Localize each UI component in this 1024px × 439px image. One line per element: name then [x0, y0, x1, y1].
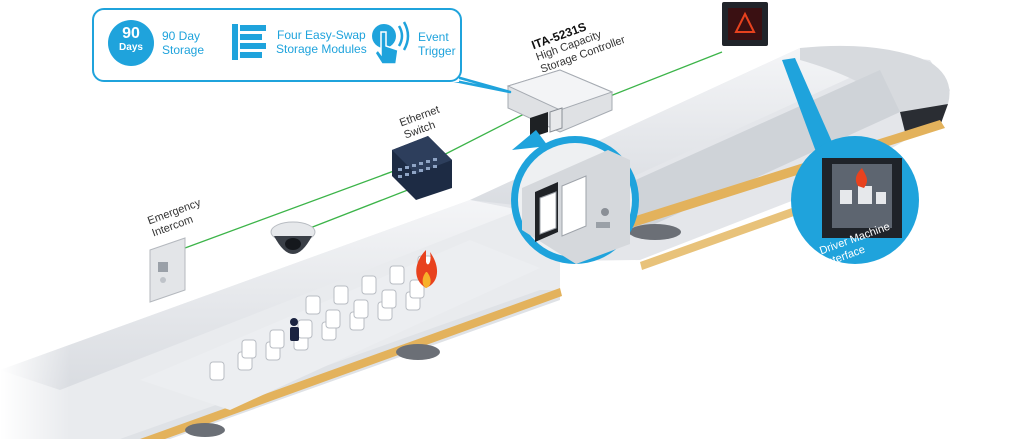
dmi-monitor [722, 2, 768, 46]
event-trigger-label: Event Trigger [418, 30, 456, 58]
event-label-line1: Event [418, 30, 449, 44]
storage-duration-feature: 90 Days 90 Day Storage [108, 20, 204, 66]
storage-zoom-pointer [512, 130, 548, 150]
days-storage-icon: 90 Days [108, 20, 154, 66]
fire-icon [416, 250, 438, 288]
storage-zoom-circle [511, 136, 639, 264]
ethernet-switch [392, 136, 452, 200]
easy-swap-label: Four Easy-Swap Storage Modules [276, 28, 367, 56]
event-label-line2: Trigger [418, 44, 456, 58]
features-callout: 90 Days 90 Day Storage Four Easy-Swap St… [92, 8, 462, 82]
storage-duration-label: 90 Day Storage [162, 29, 204, 57]
storage-controller [506, 69, 614, 138]
modules-label-line1: Four Easy-Swap [277, 28, 366, 42]
storage-modules-icon [232, 24, 266, 60]
passenger [290, 318, 299, 341]
dmi-zoom-circle [782, 58, 919, 264]
event-trigger-feature: Event Trigger [370, 20, 456, 68]
touch-trigger-icon [372, 21, 410, 65]
emergency-intercom [149, 237, 186, 303]
storage-label-line2: Storage [162, 43, 205, 57]
storage-label-line1: 90 Day [162, 29, 201, 43]
days-unit: Days [119, 42, 143, 53]
days-number: 90 [122, 25, 140, 42]
dome-camera [270, 221, 316, 254]
modules-label-line2: Storage Modules [276, 42, 367, 56]
easy-swap-feature: Four Easy-Swap Storage Modules [230, 22, 367, 62]
